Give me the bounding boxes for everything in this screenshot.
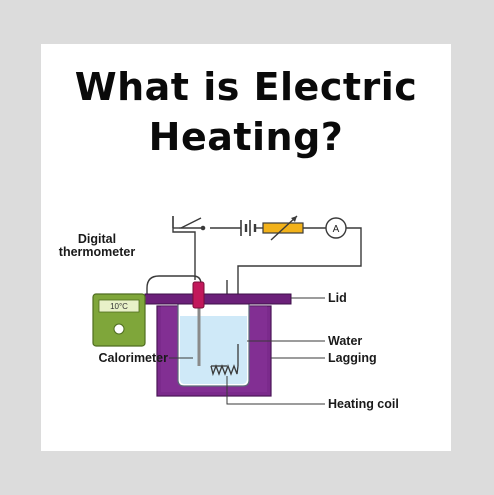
label-heating-coil: Heating coil (328, 397, 399, 411)
electric-heating-diagram: A 10°C (59, 215, 399, 411)
heating-coil (210, 344, 239, 377)
label-calorimeter: Calorimeter (99, 351, 169, 365)
rheostat (262, 215, 304, 241)
leader-lines (169, 297, 325, 405)
title-line-1: What is Electric (74, 65, 418, 109)
title-line-2: Heating? (148, 115, 344, 159)
label-digital-line1: Digital (78, 232, 116, 246)
water-fill (180, 316, 247, 384)
label-lagging: Lagging (328, 351, 377, 365)
label-lid: Lid (328, 291, 347, 305)
switch (173, 217, 206, 231)
ammeter: A (325, 217, 347, 239)
calorimeter (177, 301, 250, 387)
lid (144, 293, 292, 305)
battery (240, 220, 257, 236)
ammeter-label: A (333, 224, 340, 235)
label-water: Water (328, 334, 362, 348)
thermometer-display: 10°C (110, 302, 128, 311)
infographic-card: What is Electric Heating? (41, 44, 451, 451)
digital-thermometer: 10°C (92, 293, 146, 347)
thermometer-probe (192, 281, 205, 366)
label-thermometer-line2: thermometer (59, 245, 136, 259)
page-title: What is Electric Heating? (41, 62, 451, 162)
